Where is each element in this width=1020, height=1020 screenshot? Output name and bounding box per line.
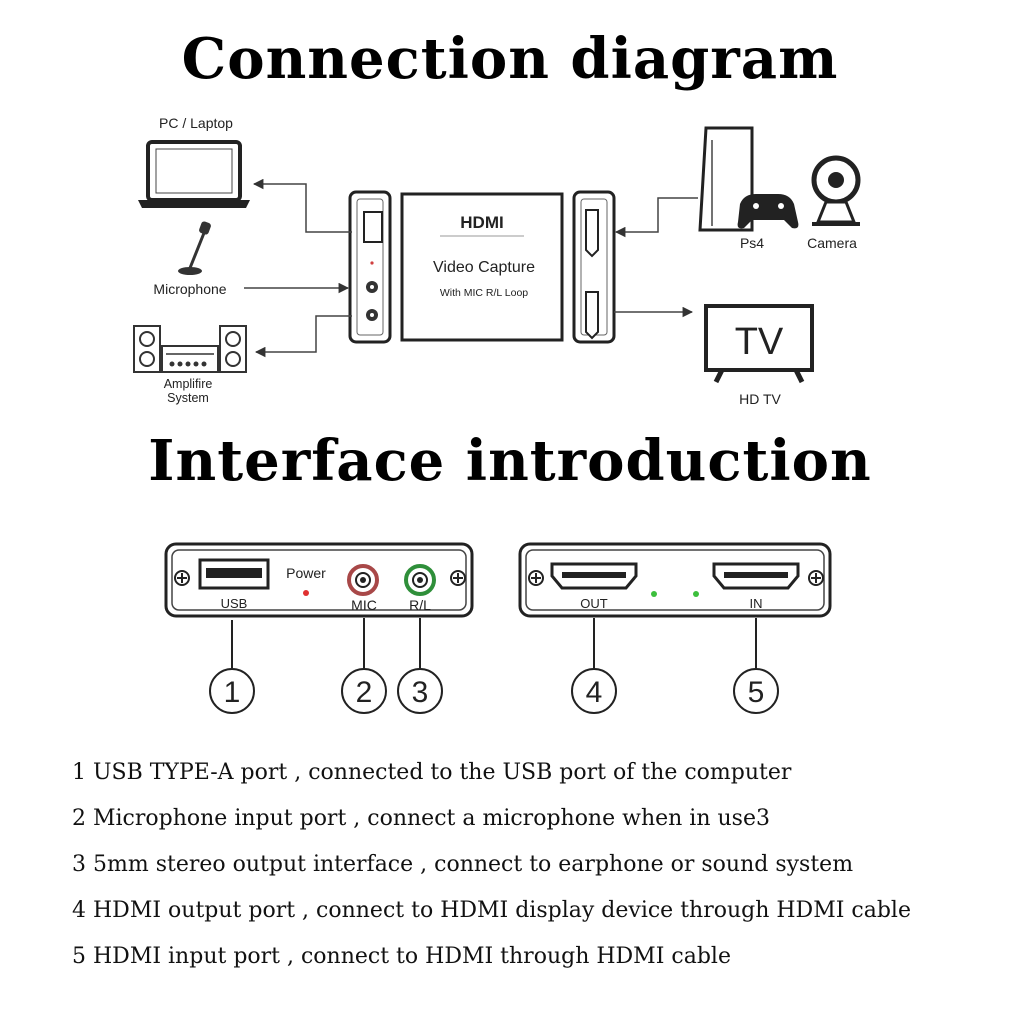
tv-screen-text: TV bbox=[735, 321, 784, 363]
device-logo: HDMI bbox=[460, 213, 503, 232]
ps4-label: Ps4 bbox=[740, 235, 764, 251]
device-left-panel bbox=[348, 190, 392, 344]
status-led bbox=[693, 591, 699, 597]
port-description-3: 3 5mm stereo output interface , connect … bbox=[72, 852, 854, 877]
svg-text:2: 2 bbox=[356, 676, 373, 709]
screw-icon bbox=[450, 570, 466, 586]
camera-icon bbox=[811, 155, 861, 226]
tv-label: HD TV bbox=[739, 391, 781, 407]
svg-text:1: 1 bbox=[224, 676, 241, 709]
callout-4: 4 bbox=[571, 668, 617, 714]
rl-port-label: R/L bbox=[409, 597, 431, 613]
connection-diagram-title: Connection diagram bbox=[181, 26, 839, 92]
device-to-amplifier-connector bbox=[254, 315, 352, 358]
screw-icon bbox=[174, 570, 190, 586]
port-description-list: 1 USB TYPE-A port , connected to the USB… bbox=[72, 756, 911, 986]
usb-label: USB bbox=[221, 596, 248, 611]
screw-icon bbox=[528, 570, 544, 586]
svg-text:3: 3 bbox=[412, 676, 429, 709]
svg-text:4: 4 bbox=[586, 676, 603, 709]
device-subtitle: With MIC R/L Loop bbox=[440, 287, 528, 299]
camera-label: Camera bbox=[807, 235, 857, 251]
callout-5: 5 bbox=[733, 668, 779, 714]
port-description-1: 1 USB TYPE-A port , connected to the USB… bbox=[72, 760, 792, 785]
left-interface-panel: USB Power MIC R/L bbox=[164, 542, 474, 618]
screw-icon bbox=[808, 570, 824, 586]
usb-to-pc-connector bbox=[252, 178, 352, 233]
device-right-panel bbox=[572, 190, 616, 344]
tv-icon: TV bbox=[704, 304, 814, 384]
rl-jack-icon bbox=[404, 564, 436, 596]
device-title: Video Capture bbox=[433, 259, 535, 276]
status-led bbox=[651, 591, 657, 597]
mic-jack-icon bbox=[347, 564, 379, 596]
callout-3: 3 bbox=[397, 668, 443, 714]
laptop-icon bbox=[138, 140, 250, 208]
interface-introduction-title: Interface introduction bbox=[148, 428, 872, 494]
callout-2: 2 bbox=[341, 668, 387, 714]
microphone-icon bbox=[178, 221, 211, 275]
svg-text:5: 5 bbox=[748, 676, 765, 709]
in-port-label: IN bbox=[750, 596, 763, 611]
power-label: Power bbox=[286, 565, 326, 581]
hdmi-out-port-icon bbox=[550, 562, 638, 590]
callout-1: 1 bbox=[209, 668, 255, 714]
amplifier-label-line1: Amplifire bbox=[164, 377, 213, 391]
port-description-2: 2 Microphone input port , connect a micr… bbox=[72, 806, 770, 831]
port-description-5: 5 HDMI input port , connect to HDMI thro… bbox=[72, 944, 731, 969]
connection-diagram: PC / Laptop Microphone Amplifire System bbox=[133, 115, 861, 407]
hdmi-in-port-icon bbox=[712, 562, 800, 590]
amplifier-label-line2: System bbox=[167, 391, 209, 405]
mic-port-label: MIC bbox=[351, 597, 377, 613]
pc-label: PC / Laptop bbox=[159, 115, 233, 131]
microphone-label: Microphone bbox=[153, 281, 226, 297]
amplifier-icon bbox=[133, 325, 247, 373]
power-led bbox=[303, 590, 309, 596]
ps4-icon bbox=[698, 126, 799, 232]
port-description-4: 4 HDMI output port , connect to HDMI dis… bbox=[72, 898, 911, 923]
interface-panels: USB Power MIC R/L bbox=[164, 542, 832, 714]
ps4-to-device-connector bbox=[614, 197, 698, 238]
right-interface-panel: OUT IN bbox=[518, 542, 832, 618]
out-port-label: OUT bbox=[580, 596, 608, 611]
capture-device: HDMI Video Capture With MIC R/L Loop bbox=[400, 192, 564, 342]
usb-port-icon bbox=[198, 558, 270, 590]
